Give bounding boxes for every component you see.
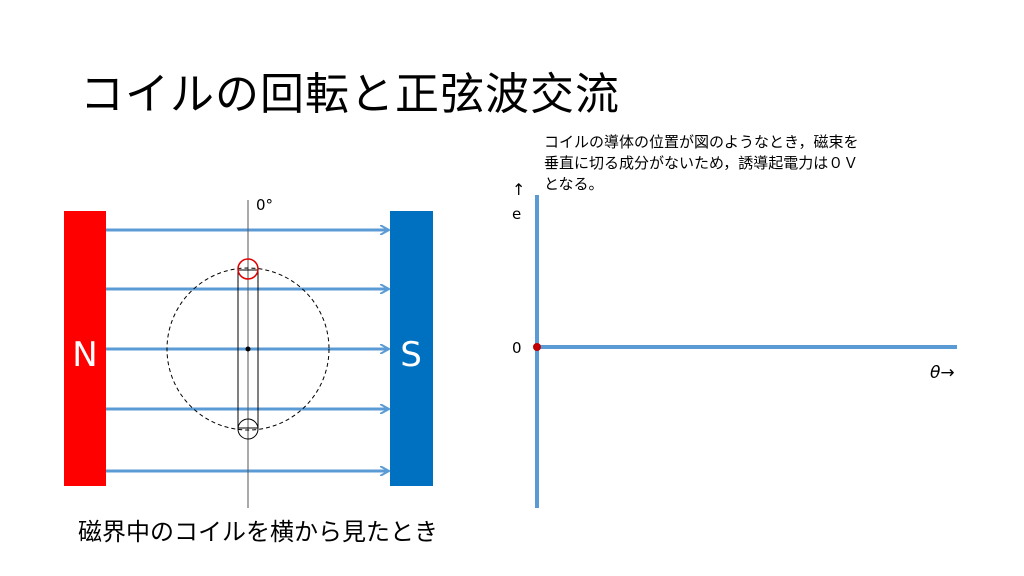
description-line-1: コイルの導体の位置が図のようなとき，磁束を xyxy=(544,133,859,151)
angle-label: 0° xyxy=(256,196,273,214)
description-line-3: となる。 xyxy=(544,175,604,193)
north-label: N xyxy=(72,335,97,375)
y-axis-label: e xyxy=(512,205,521,223)
south-magnet xyxy=(390,211,433,486)
x-axis-label: θ→ xyxy=(930,363,955,383)
description: コイルの導体の位置が図のようなとき，磁束を 垂直に切る成分がないため，誘導起電力… xyxy=(544,132,964,195)
y-axis-arrow: ↑ xyxy=(512,180,525,199)
south-label: S xyxy=(400,335,422,375)
description-line-2: 垂直に切る成分がないため，誘導起電力は０Ｖ xyxy=(544,154,859,172)
conductor-top xyxy=(237,258,259,280)
origin-point xyxy=(533,343,541,351)
slide-title: コイルの回転と正弦波交流 xyxy=(80,69,620,120)
coil-body xyxy=(237,269,259,429)
diagram-caption: 磁界中のコイルを横から見たとき xyxy=(78,518,438,546)
conductor-bottom xyxy=(237,418,259,440)
north-magnet xyxy=(64,211,106,486)
origin-label: 0 xyxy=(512,339,522,357)
rotation-path xyxy=(166,267,330,431)
center-pivot xyxy=(245,346,251,352)
